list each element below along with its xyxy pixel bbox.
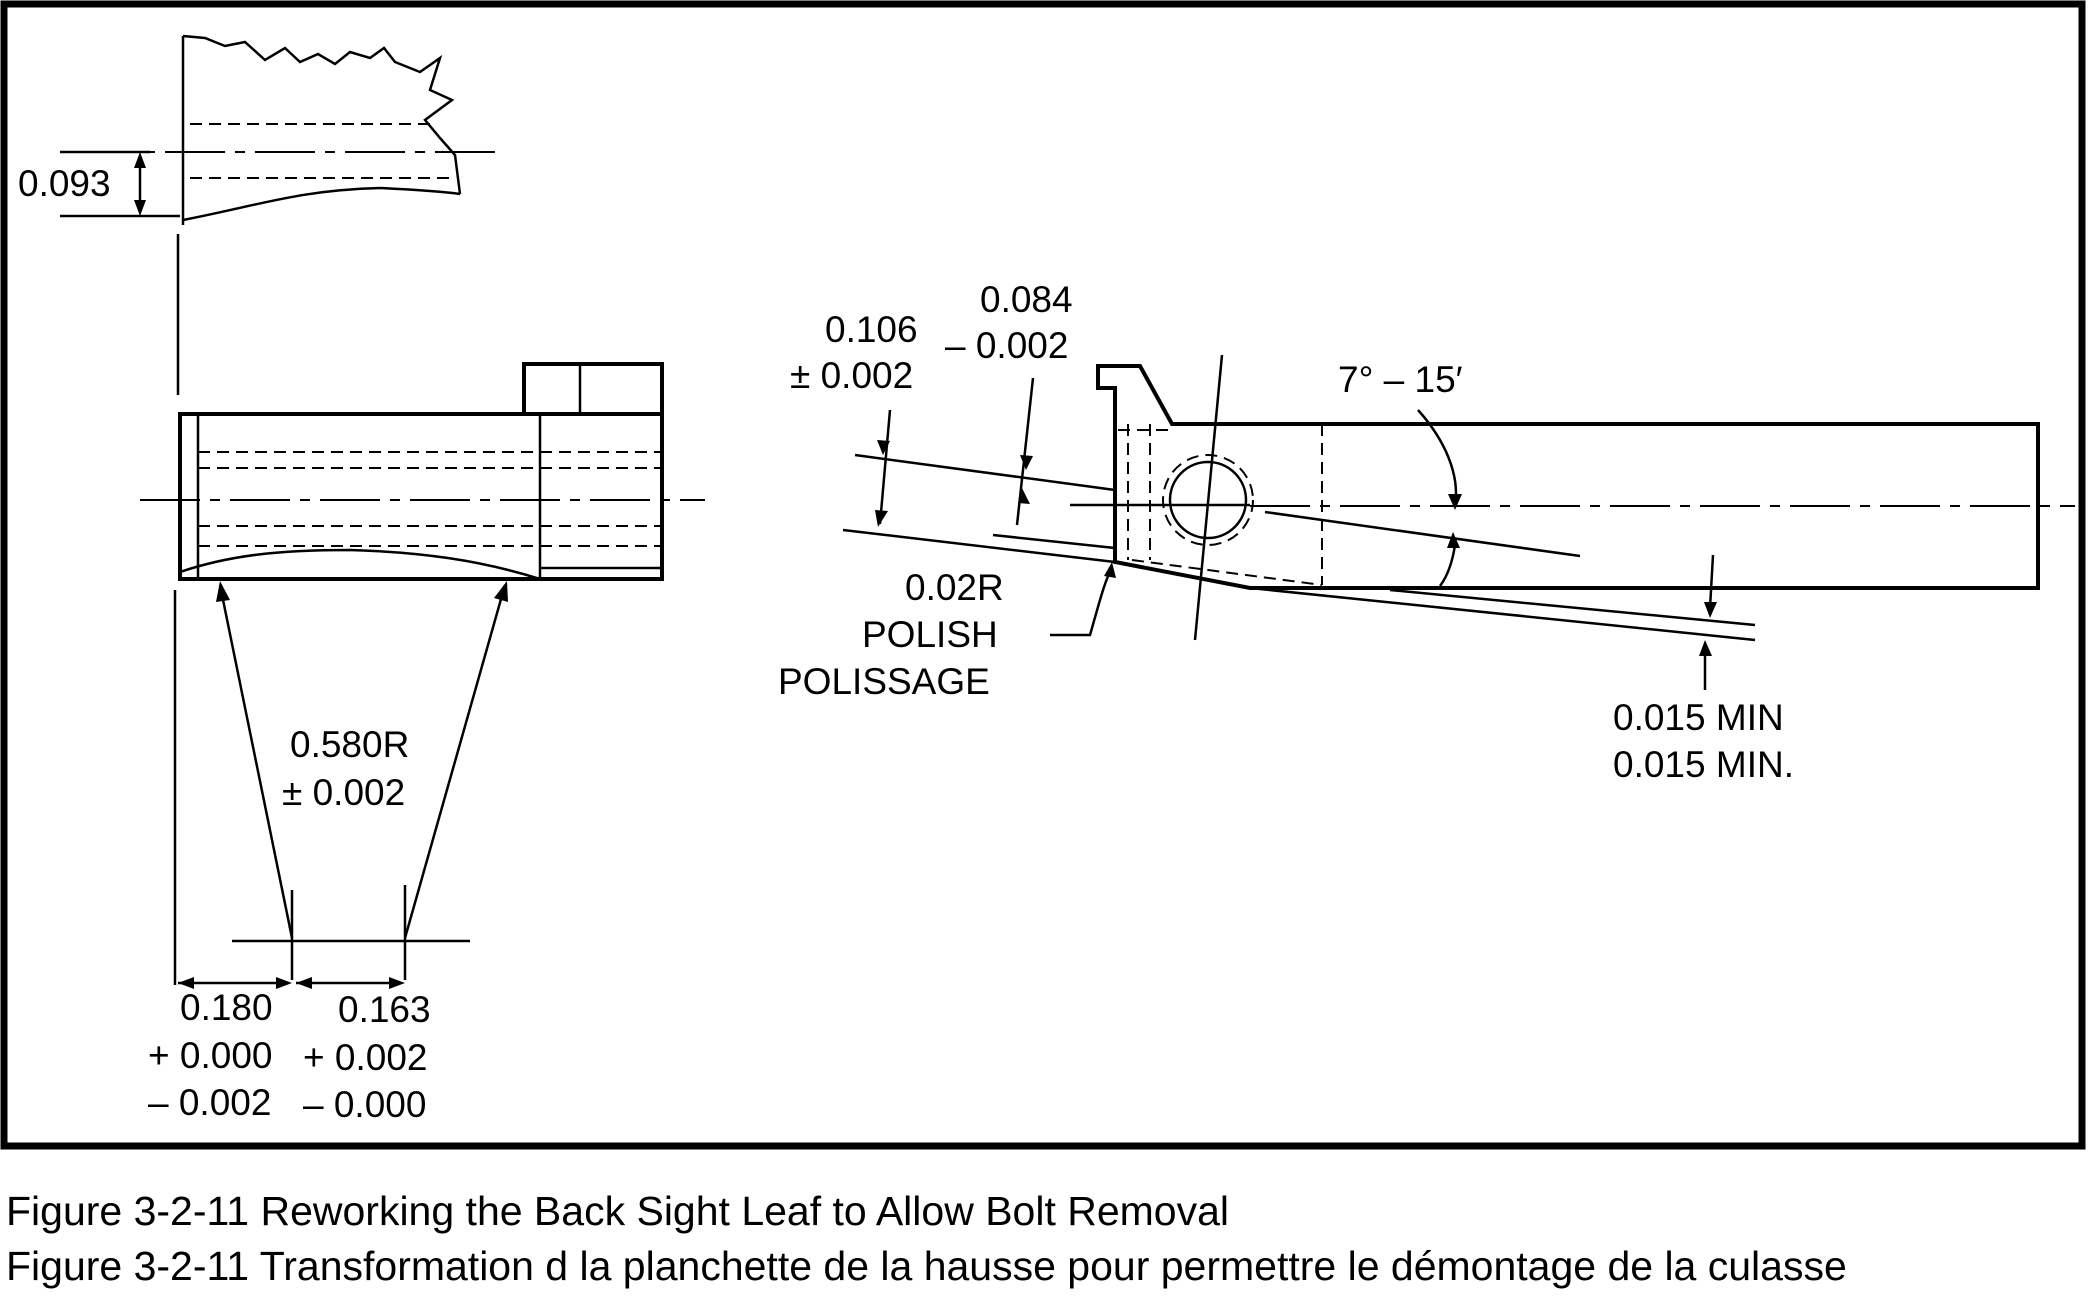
dim-0180-line1: 0.180	[180, 987, 273, 1028]
caption-french: Figure 3-2-11 Transformation d la planch…	[6, 1243, 1847, 1289]
drawing-border	[0, 0, 2086, 1150]
dim-0163-line2: + 0.002	[303, 1037, 427, 1078]
right-part-view	[842, 354, 2075, 690]
dim-0106-line2: ± 0.002	[790, 355, 913, 396]
dim-0163-line3: – 0.000	[303, 1084, 426, 1125]
caption-english: Figure 3-2-11 Reworking the Back Sight L…	[6, 1188, 1230, 1234]
dim-0163-line1: 0.163	[338, 989, 431, 1030]
dim-0084-line2: – 0.002	[945, 325, 1068, 366]
dim-0180-line2: + 0.000	[148, 1035, 272, 1076]
note-polish-line3: POLISSAGE	[778, 661, 990, 702]
left-part-view	[140, 362, 705, 989]
dim-0084-line1: 0.084	[980, 279, 1073, 320]
dim-0580r-line1: 0.580R	[290, 724, 409, 765]
dim-angle: 7° – 15′	[1338, 359, 1463, 400]
dim-min-line1: 0.015 MIN	[1613, 697, 1784, 738]
dim-0106-line1: 0.106	[825, 309, 918, 350]
dim-0580r-line2: ± 0.002	[282, 772, 405, 813]
dim-0093: 0.093	[18, 163, 111, 204]
top-detail-view	[60, 34, 495, 395]
note-polish-line2: POLISH	[862, 614, 998, 655]
dim-0180-line3: – 0.002	[148, 1082, 271, 1123]
dim-min-line2: 0.015 MIN.	[1613, 744, 1794, 785]
note-polish-line1: 0.02R	[905, 567, 1004, 608]
